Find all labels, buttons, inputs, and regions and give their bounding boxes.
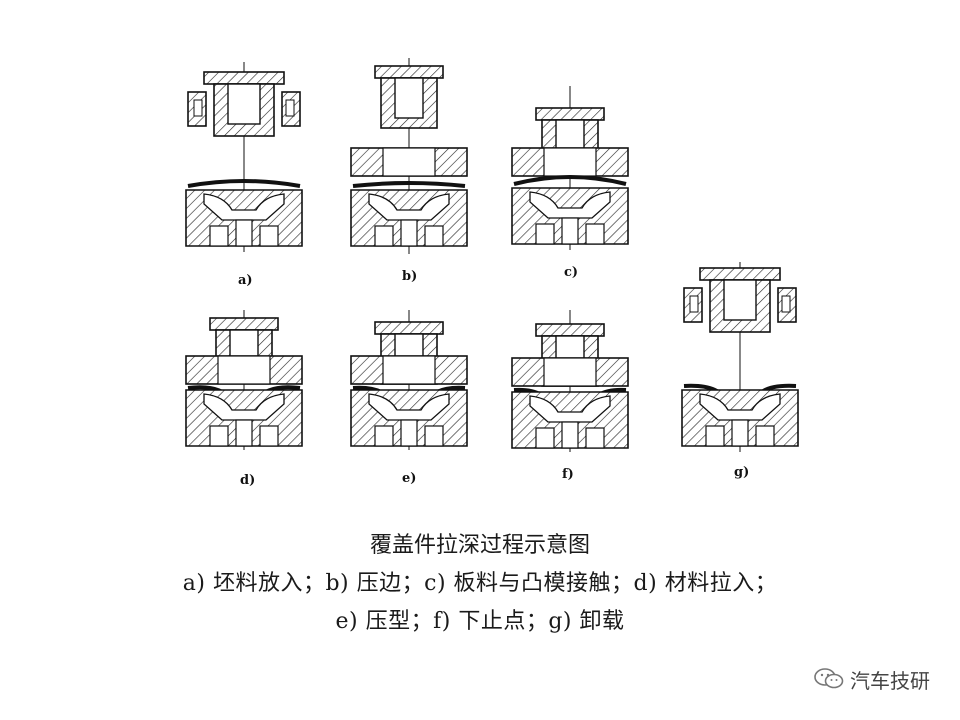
caption-title: 覆盖件拉深过程示意图 [369, 533, 590, 558]
panel-a [185, 62, 303, 252]
panel-c [511, 86, 629, 250]
panel-label-e: e) [402, 471, 416, 486]
panel-e [350, 310, 468, 450]
panel-label-c: c) [564, 265, 578, 280]
wechat-icon [814, 667, 844, 691]
panel-label-b: b) [402, 269, 417, 284]
panel-g [681, 262, 799, 452]
panel-label-f: f) [562, 467, 574, 482]
watermark: 汽车技研 [814, 664, 930, 694]
panel-f [511, 310, 629, 452]
panel-label-d: d) [240, 473, 255, 488]
panel-b [350, 58, 468, 254]
panel-d [185, 310, 303, 450]
caption-line-2: e) 压型；f) 下止点；g) 卸载 [335, 609, 625, 634]
panel-label-g: g) [734, 465, 749, 480]
drawing-process-diagram: a) b) c) d) e) f) g) [185, 58, 799, 488]
caption-line-1: a) 坯料放入；b) 压边；c) 板料与凸模接触；d) 材料拉入； [182, 571, 778, 596]
watermark-text: 汽车技研 [850, 668, 930, 693]
panel-label-a: a) [238, 273, 253, 288]
